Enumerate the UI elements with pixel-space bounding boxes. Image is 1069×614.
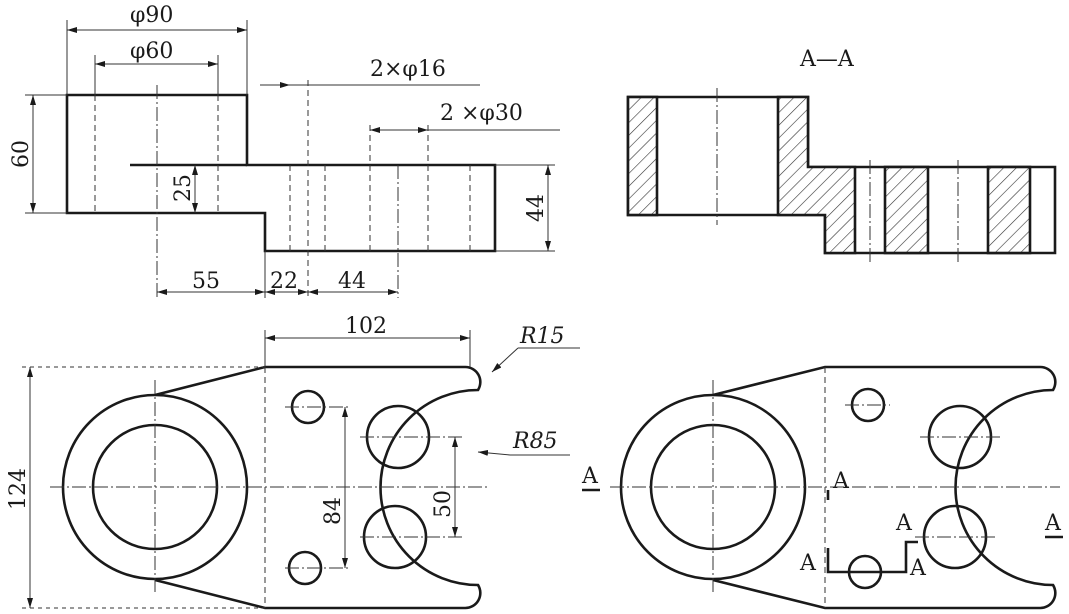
- dim-102: 102: [345, 314, 387, 339]
- section-mark-step-bottom: A: [909, 556, 927, 581]
- section-mark-step-top: A: [895, 511, 913, 536]
- dim-22: 22: [270, 269, 298, 294]
- front-view: φ90 φ60 2×φ16 2 ×φ30 60 25 44 55 22 44: [9, 3, 560, 298]
- dim-phi90: φ90: [130, 3, 173, 28]
- section-title: A—A: [799, 47, 855, 72]
- top-view: 102 R15 R85 124 84 50: [6, 314, 580, 610]
- dim-phi60: φ60: [130, 39, 173, 64]
- section-mark-left: A: [581, 464, 599, 489]
- dim-60: 60: [9, 140, 34, 168]
- section-mark-center: A: [832, 469, 850, 494]
- dim-2phi30: 2 ×φ30: [440, 101, 523, 126]
- dim-84: 84: [321, 497, 346, 525]
- section-view-a-a: A—A: [626, 47, 1057, 262]
- dim-25: 25: [171, 174, 196, 202]
- section-mark-bottom-left: A: [799, 551, 817, 576]
- dim-R85: R85: [512, 429, 558, 454]
- dim-44-vertical: 44: [524, 194, 549, 222]
- dim-44-horizontal: 44: [338, 269, 366, 294]
- top-view-section-markers: A A A A A A: [581, 365, 1063, 610]
- section-mark-right: A: [1044, 511, 1062, 536]
- dim-R15: R15: [519, 324, 565, 349]
- dim-124: 124: [6, 468, 31, 510]
- dim-2phi16: 2×φ16: [370, 57, 446, 82]
- dim-55: 55: [192, 269, 220, 294]
- dim-50: 50: [431, 490, 456, 518]
